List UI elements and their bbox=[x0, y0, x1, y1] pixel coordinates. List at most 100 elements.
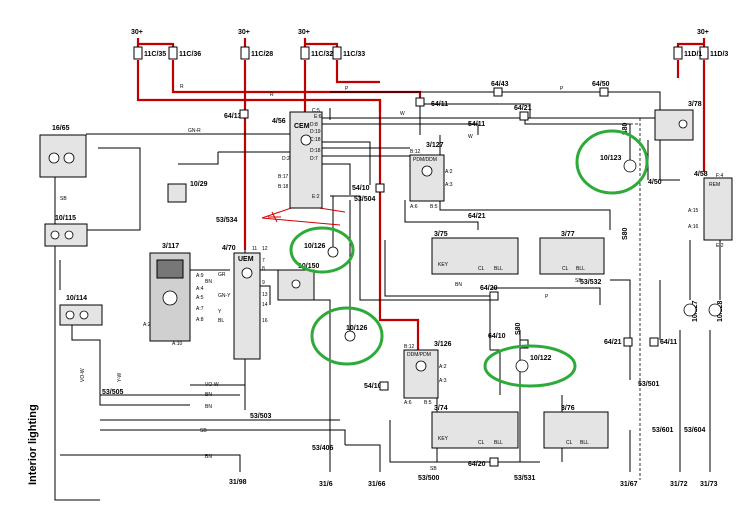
power-label-30-d: 30+ bbox=[697, 29, 709, 36]
svg-text:11: 11 bbox=[252, 246, 257, 252]
component-10-150: 10/150 bbox=[277, 263, 320, 301]
fuse-label: 11D/1 bbox=[684, 51, 702, 58]
signal-wires bbox=[54, 91, 721, 501]
component-10-126-upper: 10/126 bbox=[304, 243, 339, 258]
module-pdm: 3/127 PDM/DDM B:12 A:2 A:3 A:6 B:5 bbox=[409, 142, 453, 210]
svg-text:64/50: 64/50 bbox=[592, 81, 610, 88]
svg-text:B:5: B:5 bbox=[424, 400, 432, 406]
svg-text:A:3: A:3 bbox=[439, 378, 447, 384]
svg-text:BN: BN bbox=[205, 279, 212, 285]
svg-text:16/65: 16/65 bbox=[52, 125, 70, 132]
svg-text:A:16: A:16 bbox=[688, 224, 699, 230]
component-10-123: 10/123 bbox=[600, 155, 637, 173]
svg-text:A:2: A:2 bbox=[439, 364, 447, 370]
svg-text:SB: SB bbox=[200, 428, 207, 434]
power-label-30-a: 30+ bbox=[131, 29, 143, 36]
svg-text:53/601: 53/601 bbox=[652, 427, 674, 434]
svg-text:3/74: 3/74 bbox=[434, 405, 448, 412]
ddm-label: DDM/PDM bbox=[407, 352, 431, 358]
svg-text:53/532: 53/532 bbox=[580, 279, 602, 286]
component-10-122: 10/122 bbox=[515, 355, 552, 373]
svg-text:4/58: 4/58 bbox=[694, 171, 708, 178]
svg-text:31/66: 31/66 bbox=[368, 481, 386, 488]
svg-text:10/29: 10/29 bbox=[190, 181, 208, 188]
svg-text:W: W bbox=[400, 111, 405, 117]
svg-text:VO-W: VO-W bbox=[80, 368, 86, 382]
svg-text:SB: SB bbox=[60, 196, 67, 202]
highlight-10-126-lower bbox=[310, 306, 384, 366]
svg-text:10/126: 10/126 bbox=[304, 243, 326, 250]
svg-text:53/604: 53/604 bbox=[684, 427, 706, 434]
svg-text:F:4: F:4 bbox=[716, 173, 723, 179]
svg-text:10/150: 10/150 bbox=[298, 263, 320, 270]
svg-text:D:7: D:7 bbox=[310, 156, 318, 162]
svg-text:3/76: 3/76 bbox=[561, 405, 575, 412]
component-16-65: 16/65 bbox=[39, 125, 87, 178]
ground-labels: 31/98 31/6 31/66 31/67 31/72 31/73 bbox=[229, 479, 718, 488]
svg-text:A:9: A:9 bbox=[196, 273, 204, 279]
svg-text:C:18: C:18 bbox=[310, 137, 321, 143]
splice-boxes bbox=[239, 87, 659, 467]
highlight-10-122 bbox=[483, 344, 577, 388]
svg-text:53/505: 53/505 bbox=[102, 389, 124, 396]
module-cem: 4/56 CEM E:6 C:5 D:8 D:19 C:18 D:2 D:18 … bbox=[272, 108, 323, 209]
svg-text:A:4: A:4 bbox=[196, 286, 204, 292]
power-supply-lines: 30+ 30+ 30+ 30+ 11C/35 11C/36 11C/28 11C… bbox=[131, 29, 728, 350]
svg-text:13: 13 bbox=[262, 292, 268, 298]
svg-text:64/21: 64/21 bbox=[468, 213, 486, 220]
svg-text:CL: CL bbox=[478, 266, 485, 272]
svg-text:A:5: A:5 bbox=[196, 295, 204, 301]
svg-text:W: W bbox=[468, 134, 473, 140]
component-3-75: 3/75 KEY CL BLL bbox=[431, 231, 519, 275]
svg-text:SB: SB bbox=[430, 466, 437, 472]
svg-text:54/10: 54/10 bbox=[352, 185, 370, 192]
s80-label: S80 bbox=[515, 322, 522, 335]
svg-text:53/534: 53/534 bbox=[216, 217, 238, 224]
component-3-78: 3/78 bbox=[654, 101, 702, 141]
svg-text:4/56: 4/56 bbox=[272, 118, 286, 125]
component-10-127: 10/127 bbox=[683, 300, 699, 322]
svg-text:CL: CL bbox=[562, 266, 569, 272]
svg-text:D:18: D:18 bbox=[310, 148, 321, 154]
svg-text:B:12: B:12 bbox=[410, 149, 421, 155]
highlight-10-123 bbox=[575, 129, 649, 195]
svg-text:B:5: B:5 bbox=[430, 204, 438, 210]
fuse-icon bbox=[699, 46, 709, 60]
svg-text:12: 12 bbox=[262, 246, 268, 252]
svg-text:10/115: 10/115 bbox=[55, 215, 76, 222]
svg-text:CL: CL bbox=[478, 440, 485, 446]
svg-text:64/20: 64/20 bbox=[468, 461, 486, 468]
fuse-label: 11C/33 bbox=[343, 51, 365, 58]
svg-text:Y-W: Y-W bbox=[117, 372, 123, 382]
s80-label: S80 bbox=[622, 227, 629, 240]
fuse-icon bbox=[133, 46, 143, 60]
svg-text:53/500: 53/500 bbox=[418, 475, 440, 482]
svg-text:A:8: A:8 bbox=[196, 317, 204, 323]
svg-text:53/504: 53/504 bbox=[354, 196, 376, 203]
svg-text:54/11: 54/11 bbox=[468, 121, 485, 128]
svg-text:P: P bbox=[560, 86, 564, 92]
svg-text:BLL: BLL bbox=[580, 440, 589, 446]
svg-text:GR: GR bbox=[218, 272, 226, 278]
svg-text:P: P bbox=[345, 86, 349, 92]
component-10-114: 10/114 bbox=[59, 295, 103, 326]
power-label-30-c: 30+ bbox=[298, 29, 310, 36]
power-label-30-b: 30+ bbox=[238, 29, 250, 36]
svg-text:53/503: 53/503 bbox=[250, 413, 272, 420]
svg-text:D:2: D:2 bbox=[282, 156, 290, 162]
svg-text:31/67: 31/67 bbox=[620, 481, 638, 488]
svg-text:3/117: 3/117 bbox=[162, 243, 179, 250]
svg-text:R: R bbox=[270, 92, 274, 98]
wire-color-labels: R R P P W W GN-R SB BN BN BN BN GR GN-Y … bbox=[60, 84, 582, 472]
svg-text:A:7: A:7 bbox=[196, 306, 204, 312]
fuse-label: 11C/32 bbox=[311, 51, 333, 58]
module-ddm: 3/126 DDM/PDM B:12 A:2 A:3 A:6 B:5 bbox=[403, 341, 452, 406]
highlight-10-126-upper bbox=[289, 226, 355, 274]
svg-text:BLL: BLL bbox=[494, 440, 503, 446]
s80-label: S80 bbox=[622, 122, 629, 135]
svg-text:3/75: 3/75 bbox=[434, 231, 448, 238]
svg-text:64/43: 64/43 bbox=[491, 81, 509, 88]
svg-text:CL: CL bbox=[566, 440, 573, 446]
svg-text:E:6: E:6 bbox=[314, 114, 322, 120]
